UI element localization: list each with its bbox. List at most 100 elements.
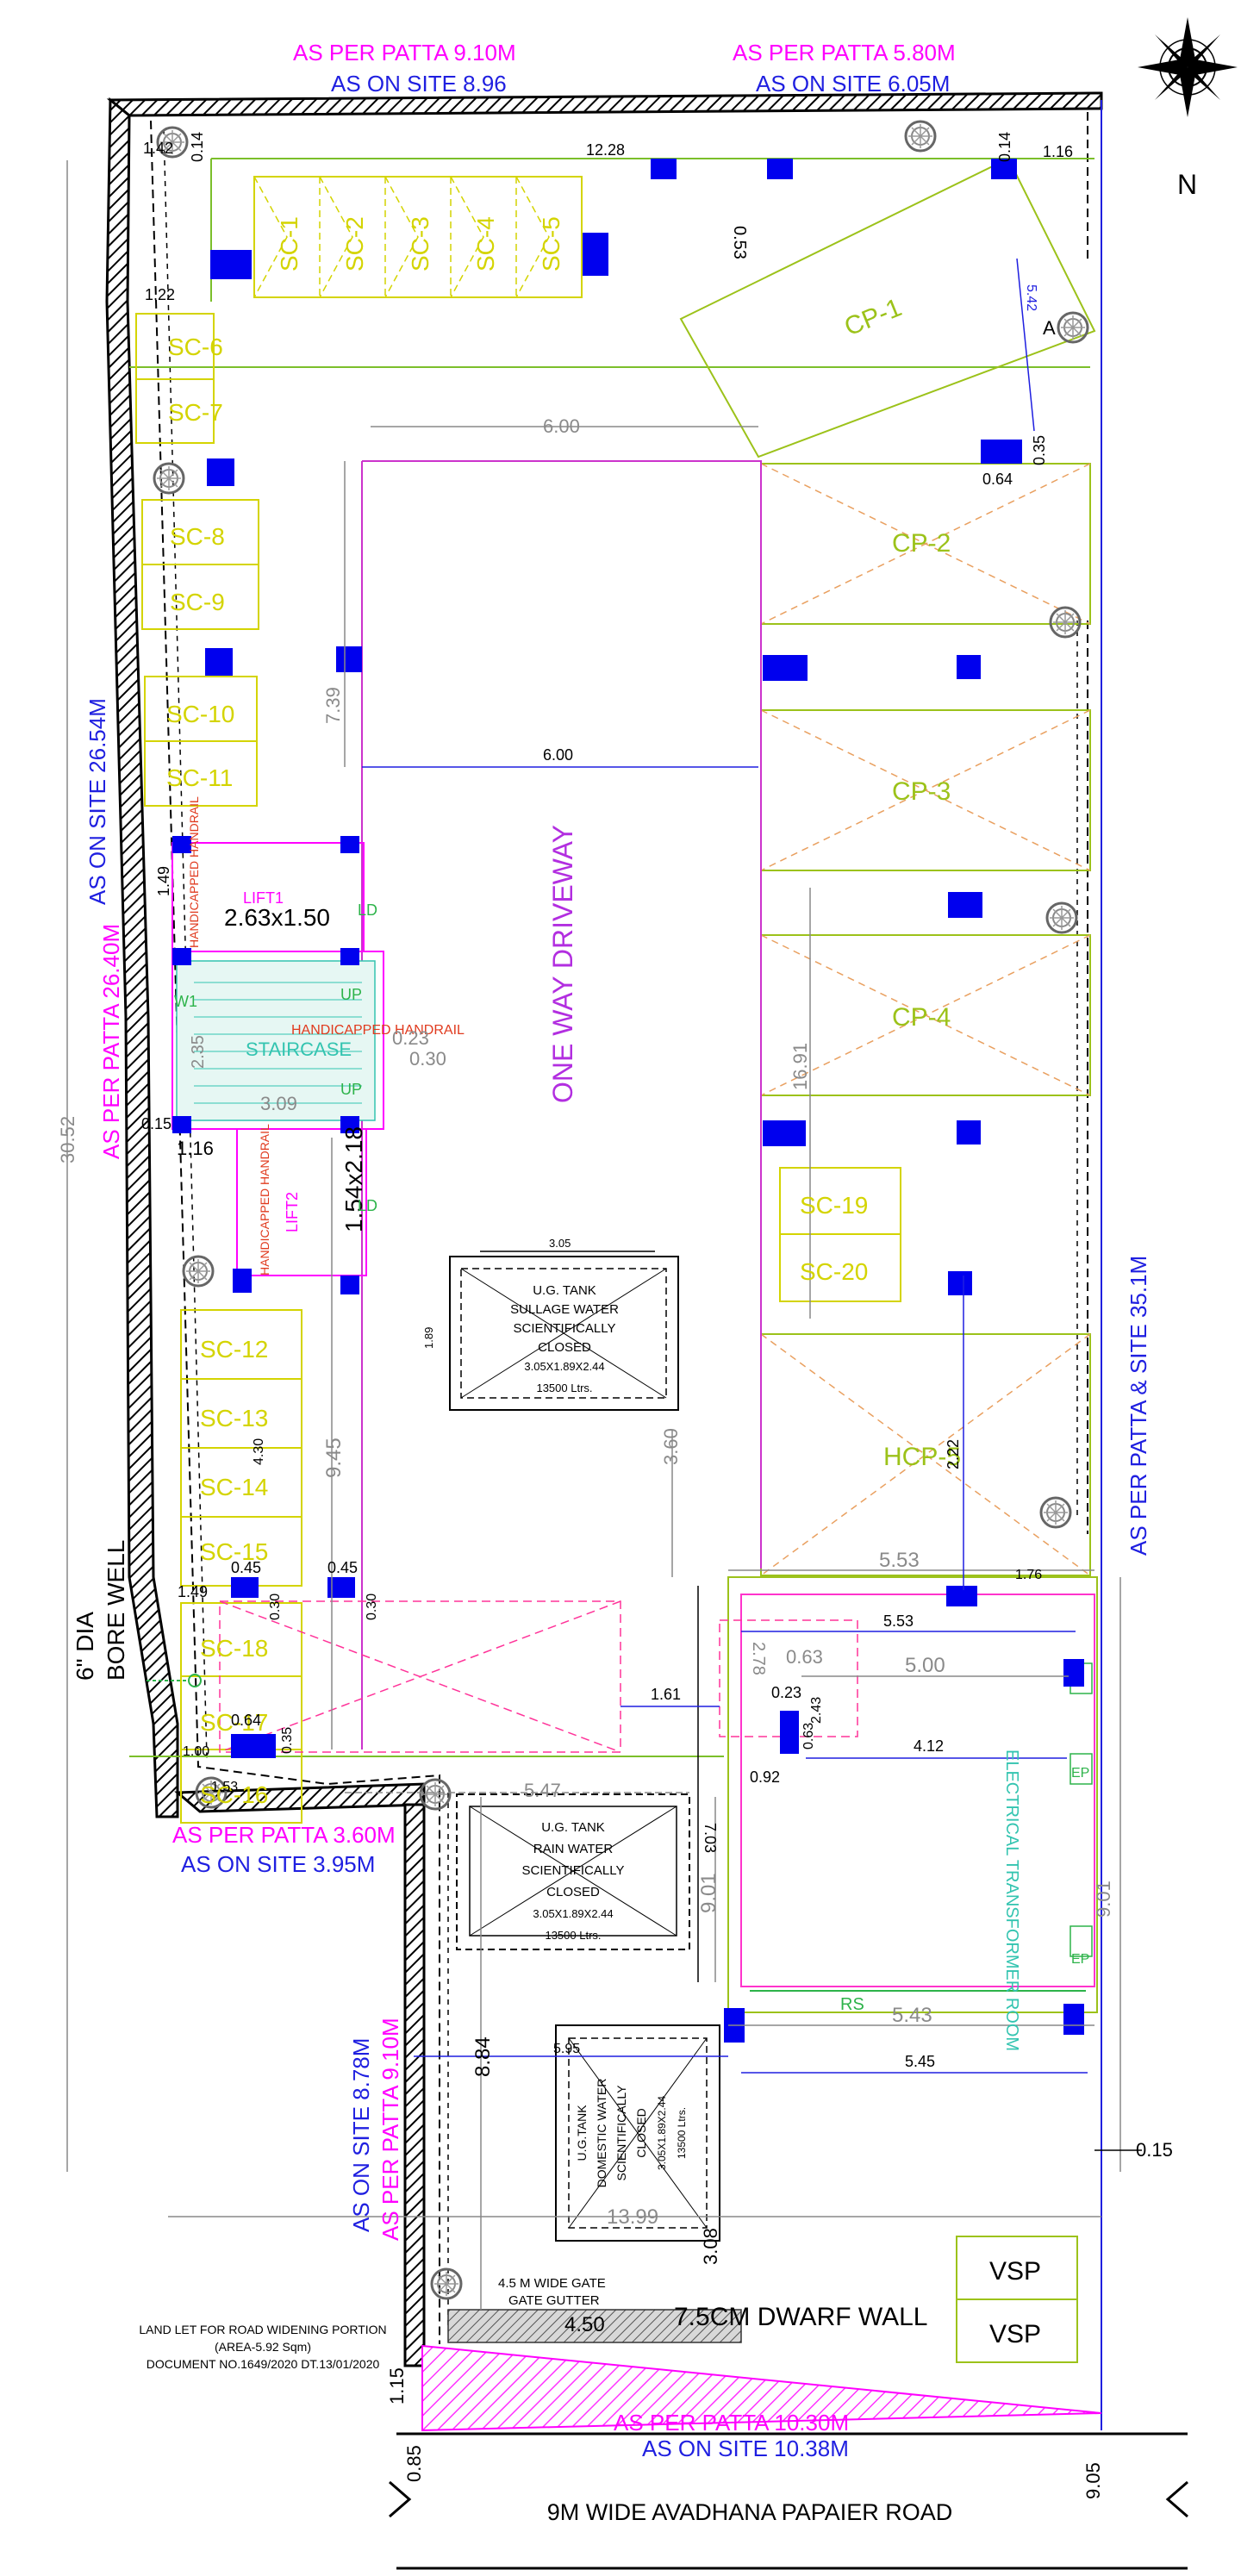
dim: 1.16 [1043, 143, 1073, 160]
dim: 2.22 [945, 1439, 962, 1469]
dim: 0.45 [327, 1559, 358, 1576]
dim: 5.47 [524, 1780, 561, 1801]
dim: 0.35 [1031, 435, 1048, 465]
dim: 7.39 [322, 687, 344, 724]
dim: 1.49 [155, 866, 172, 896]
dim: 0.45 [231, 1559, 261, 1576]
notch-patta: AS PER PATTA 3.60M [172, 1822, 396, 1848]
bore-well-marker [147, 1674, 202, 1687]
sc-8: SC-8 [170, 523, 225, 550]
land-note: LAND LET FOR ROAD WIDENING PORTION (AREA… [139, 2323, 386, 2371]
dom-l2: DOMESTIC WATER [595, 2079, 608, 2188]
sullage-l3: SCIENTIFICALLY [514, 1321, 616, 1336]
sc-17: SC-17 [200, 1709, 268, 1736]
lift1-label: LIFT1 [243, 889, 284, 907]
dim: 9.01 [697, 1873, 720, 1913]
dim: 1.15 [386, 2367, 408, 2404]
dim: 1.76 [1015, 1568, 1042, 1582]
dim: 9.01 [1093, 1881, 1114, 1918]
road: 9M WIDE AVADHANA PAPAIER ROAD [389, 2432, 1188, 2570]
lower-left-site: AS ON SITE 8.78M [348, 2038, 374, 2232]
sc-4: SC-4 [472, 216, 499, 271]
dim: 0.23 [392, 1027, 429, 1049]
dom-l6: 13500 Ltrs. [676, 2107, 688, 2159]
bore-well-l2: BORE WELL [103, 1540, 129, 1681]
dim: 7.03 [702, 1823, 719, 1853]
lift2-size: 1.54x2.18 [340, 1126, 367, 1232]
dim: 1.49 [178, 1583, 208, 1600]
gate-gutter [447, 2309, 742, 2343]
top-right-patta: AS PER PATTA 5.80M [733, 40, 956, 65]
dim: 0.85 [403, 2445, 425, 2482]
sullage-l5: 3.05X1.89X2.44 [524, 1360, 604, 1373]
sc-12: SC-12 [200, 1336, 268, 1363]
driveway-label: ONE WAY DRIVEWAY [547, 825, 578, 1103]
sc-14: SC-14 [200, 1474, 268, 1500]
hcp-5: HCP-5 [883, 1443, 961, 1471]
rain-l2: RAIN WATER [533, 1842, 614, 1856]
lift1-size: 2.63x1.50 [224, 904, 330, 931]
dim: 16.91 [789, 1043, 811, 1090]
top-left-site: AS ON SITE 8.96 [331, 71, 507, 97]
rain-l1: U.G. TANK [541, 1820, 605, 1835]
lift2-label: LIFT2 [284, 1192, 301, 1232]
dim: 5.95 [553, 2042, 580, 2056]
sc-10: SC-10 [166, 701, 234, 727]
dim: 5.53 [883, 1612, 914, 1630]
ep-1: EP [1071, 1766, 1089, 1781]
sc-18: SC-18 [200, 1635, 268, 1662]
sc-6: SC-6 [168, 334, 223, 360]
sc-2: SC-2 [341, 216, 368, 271]
top-left-patta: AS PER PATTA 9.10M [293, 40, 516, 65]
dim: 1.89 [422, 1327, 435, 1349]
rs-label: RS [840, 1995, 864, 2014]
dim: 9.45 [322, 1438, 346, 1478]
sc-3: SC-3 [407, 216, 433, 271]
dim: 0.15 [1136, 2139, 1173, 2161]
ld-1: LD [358, 901, 377, 919]
sc-15: SC-15 [200, 1538, 268, 1565]
dim: 1.22 [145, 286, 175, 303]
small-car-labels: SC-1 SC-2 SC-3 SC-4 SC-5 SC-6 SC-7 SC-8 … [166, 216, 868, 1808]
lower-left-patta: AS PER PATTA 9.10M [377, 2018, 403, 2241]
cp-2: CP-2 [892, 529, 951, 558]
cp-4: CP-4 [892, 1003, 951, 1032]
dimension-labels: 1.42 0.14 12.28 0.53 0.14 1.16 1.22 5.42… [57, 132, 1173, 2499]
dim: 1.53 [211, 1780, 238, 1794]
ug-tank-sullage [449, 1256, 679, 1411]
dom-l1: U.G.TANK [575, 2105, 589, 2161]
dim: 0.63 [801, 1723, 816, 1750]
dim: 1.16 [177, 1138, 214, 1159]
dim: 1.61 [651, 1686, 681, 1703]
right-patta-site: AS PER PATTA & SITE 35.1M [1126, 1256, 1151, 1556]
sc-19: SC-19 [800, 1192, 868, 1219]
bottom-patta: AS PER PATTA 10.30M [614, 2410, 849, 2436]
land-note-l2: (AREA-5.92 Sqm) [215, 2340, 311, 2354]
vsp-block [956, 2236, 1078, 2363]
dim: 5.42 [1024, 284, 1038, 311]
dim: 3.08 [700, 2228, 721, 2265]
ug-tank-rain [456, 1793, 690, 1950]
dim: 0.64 [982, 471, 1013, 488]
dim: 2.43 [809, 1697, 824, 1724]
dim: 12.28 [586, 141, 625, 159]
sc-7: SC-7 [168, 399, 223, 426]
dim: 0.14 [996, 132, 1013, 162]
dim: 5.45 [905, 2053, 935, 2070]
transformer-room [727, 1576, 1098, 2013]
cp-3: CP-3 [892, 777, 951, 806]
bore-well-l1: 6" DIA [72, 1612, 98, 1681]
ug-tank-domestic [555, 2024, 720, 2242]
dim: 13.99 [607, 2205, 658, 2229]
dwarf-wall-label: 7.5CM DWARF WALL [674, 2303, 927, 2331]
dim: 0.14 [189, 132, 206, 162]
dim: 1.00 [183, 1744, 209, 1759]
handrail-v2: HANDICAPPED HANDRAIL [258, 1124, 271, 1276]
cp-1: CP-1 [840, 293, 906, 341]
rain-l5: 3.05X1.89X2.44 [533, 1907, 613, 1920]
sc-16: SC-16 [200, 1781, 268, 1808]
road-widening-portion [421, 2344, 1102, 2432]
dim: 5.00 [905, 1654, 945, 1677]
ld-2: LD [358, 1197, 377, 1214]
